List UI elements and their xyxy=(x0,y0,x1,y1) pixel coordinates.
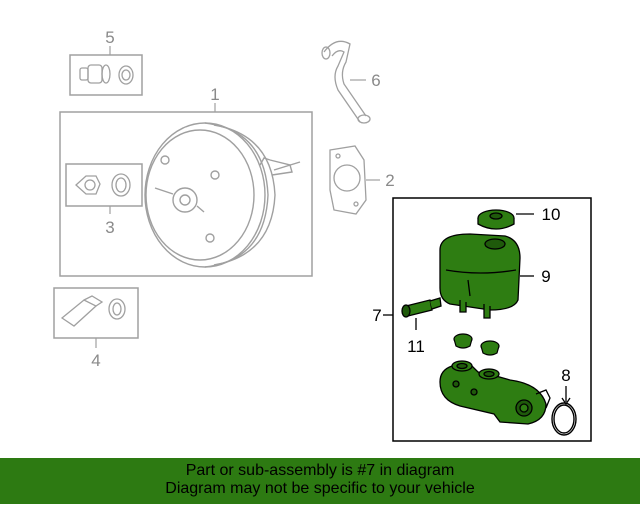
callout-5: 5 xyxy=(105,28,114,47)
callout-4: 4 xyxy=(91,351,100,370)
part-11-sensor[interactable] xyxy=(401,297,442,318)
callout-11: 11 xyxy=(407,337,425,356)
banner-line-1: Part or sub-assembly is #7 in diagram xyxy=(185,462,455,479)
part-10-cap[interactable] xyxy=(477,209,515,230)
part-7-assembly-box[interactable] xyxy=(383,197,592,442)
part-1-booster[interactable] xyxy=(59,103,313,277)
callout-8: 8 xyxy=(561,366,570,385)
callout-7: 7 xyxy=(372,306,381,325)
callout-9: 9 xyxy=(541,267,550,286)
callout-6: 6 xyxy=(371,71,380,90)
part-8-o-ring[interactable] xyxy=(551,402,577,436)
part-5-group[interactable] xyxy=(69,46,143,96)
part-2-gasket[interactable] xyxy=(329,145,367,215)
part-3-group[interactable] xyxy=(65,163,143,214)
master-cylinder-body[interactable] xyxy=(439,360,551,425)
info-banner: Part or sub-assembly is #7 in diagram Di… xyxy=(0,458,640,504)
parts-diagram: 5 6 1 xyxy=(53,28,592,442)
callout-2: 2 xyxy=(385,171,394,190)
part-6-hose[interactable] xyxy=(321,40,371,124)
grommets[interactable] xyxy=(453,333,500,356)
callout-10: 10 xyxy=(542,205,561,224)
callout-3: 3 xyxy=(105,218,114,237)
part-9-reservoir[interactable] xyxy=(439,233,521,319)
callout-1: 1 xyxy=(210,85,219,104)
part-4-group[interactable] xyxy=(53,287,139,348)
banner-line-2: Diagram may not be specific to your vehi… xyxy=(165,480,475,497)
